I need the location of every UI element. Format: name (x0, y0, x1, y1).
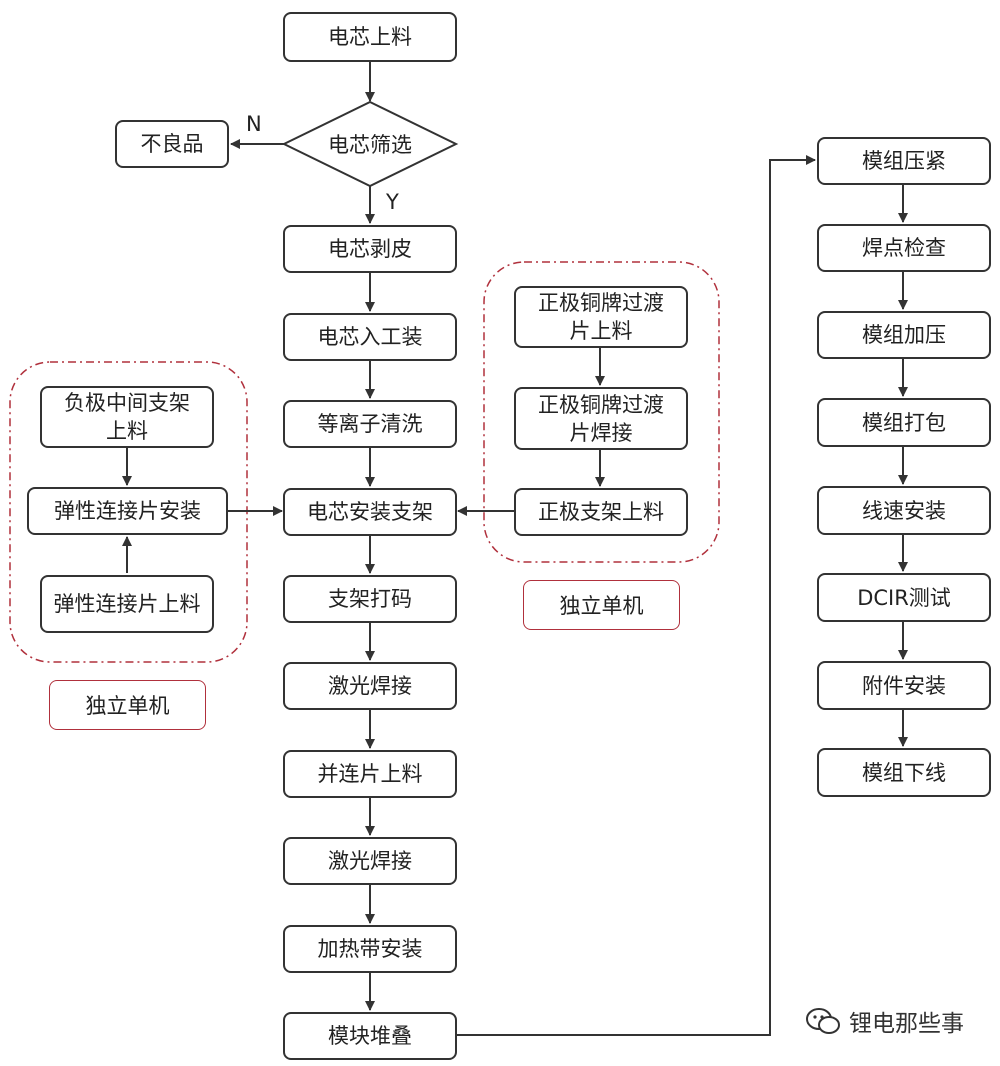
step-bracket-code: 支架打码 (283, 575, 457, 623)
step-neg-bracket-feed: 负极中间支架 上料 (40, 386, 214, 448)
step-cell-insert: 电芯入工装 (283, 313, 457, 361)
step-elastic-install: 弹性连接片安装 (27, 487, 228, 535)
step-pos-copper-weld: 正极铜牌过渡 片焊接 (514, 387, 688, 450)
step-module-press: 模组压紧 (817, 137, 991, 185)
step-module-pack: 模组打包 (817, 398, 991, 447)
step-laser-weld-2: 激光焊接 (283, 837, 457, 885)
step-reject: 不良品 (115, 120, 229, 168)
watermark: 锂电那些事 (805, 1004, 964, 1038)
step-accessory-install: 附件安装 (817, 661, 991, 710)
right-group-arrows (457, 348, 605, 516)
step-elastic-feed: 弹性连接片上料 (40, 575, 214, 633)
step-cell-feed: 电芯上料 (283, 12, 457, 62)
step-weld-inspect: 焊点检查 (817, 224, 991, 272)
step-harness-install: 线速安装 (817, 486, 991, 535)
step-module-offline: 模组下线 (817, 748, 991, 797)
watermark-text: 锂电那些事 (849, 1011, 964, 1037)
step-dcir-test: DCIR测试 (817, 573, 991, 622)
step-laser-weld-1: 激光焊接 (283, 662, 457, 710)
step-cell-screen: 电芯筛选 (328, 133, 412, 157)
step-cell-peel: 电芯剥皮 (283, 225, 457, 273)
left-group-tag: 独立单机 (49, 680, 206, 730)
step-busbar-feed: 并连片上料 (283, 750, 457, 798)
main-arrows (230, 62, 375, 1011)
step-module-pressurize: 模组加压 (817, 311, 991, 359)
stack-to-module-connector (457, 155, 816, 1036)
step-cell-mount: 电芯安装支架 (283, 488, 457, 536)
branch-label-y: Y (386, 190, 399, 214)
step-module-stack: 模块堆叠 (283, 1012, 457, 1060)
right-group-outline (483, 261, 720, 563)
branch-label-n: N (246, 112, 262, 136)
step-pos-bracket-feed: 正极支架上料 (514, 488, 688, 536)
wechat-icon (806, 1008, 840, 1034)
left-group-arrows (122, 448, 283, 573)
right-group-tag: 独立单机 (523, 580, 680, 630)
step-heater-install: 加热带安装 (283, 925, 457, 973)
step-pos-copper-feed: 正极铜牌过渡 片上料 (514, 286, 688, 348)
step-plasma-clean: 等离子清洗 (283, 400, 457, 448)
